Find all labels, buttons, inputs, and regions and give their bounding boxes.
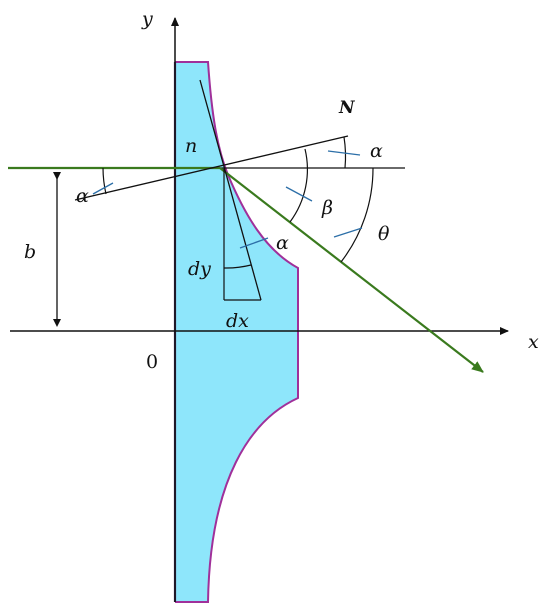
normal-line [74,135,349,201]
origin-label: 0 [146,351,158,373]
normal-vector-label: N [338,98,356,118]
alpha-top-leader [327,150,361,156]
x-axis-label: x [528,331,539,353]
dx-label: dx [226,310,249,332]
theta-label: θ [378,223,390,245]
alpha-arc-left [102,167,107,195]
refracted-ray [219,167,484,373]
alpha-top-label: α [370,140,383,162]
beta-label: β [321,197,333,219]
beta-arc [289,148,308,223]
alpha-arc-inner [223,264,252,269]
lens-body [175,62,298,602]
alpha-arc-top [343,136,347,169]
lens-outline [175,61,299,603]
theta-arc [340,167,374,263]
theta-leader [333,227,363,238]
alpha-inner-label: α [276,232,289,254]
refractive-index-label: n [185,135,197,157]
tangent-line [199,79,262,301]
alpha-left-leader [92,182,114,195]
dy-label: dy [188,258,211,280]
y-axis-label: y [141,8,153,30]
beta-leader [285,186,313,202]
height-label: b [24,241,36,263]
alpha-inner-leader [239,237,269,249]
alpha-left-label: α [76,185,89,207]
